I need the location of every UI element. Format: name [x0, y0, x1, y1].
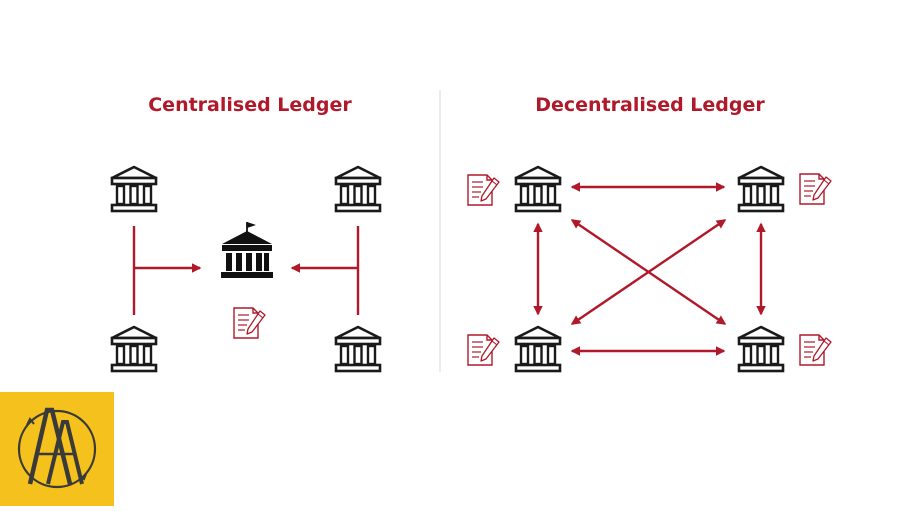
centralised-diagram [110, 165, 382, 373]
bank-icon [334, 325, 382, 373]
bank-icon [514, 165, 562, 213]
government-building-icon [220, 221, 274, 279]
bank-icon [514, 325, 562, 373]
bank-icon [110, 325, 158, 373]
aa-logo-icon [0, 392, 114, 506]
diagonal-arrow-up [570, 219, 727, 325]
bank-icon [110, 165, 158, 213]
ledger-document-icon [467, 174, 500, 206]
bank-icon [737, 325, 785, 373]
bank-icon [737, 165, 785, 213]
ledger-document-icon [799, 334, 832, 366]
ledger-document-icon [799, 173, 832, 205]
decentralised-ledger-title: Decentralised Ledger [535, 94, 765, 116]
centralised-ledger-title: Centralised Ledger [148, 94, 352, 116]
decentralised-diagram [467, 165, 832, 373]
ledger-document-icon [467, 334, 500, 366]
bank-icon [334, 165, 382, 213]
ledger-document-icon [233, 307, 266, 339]
